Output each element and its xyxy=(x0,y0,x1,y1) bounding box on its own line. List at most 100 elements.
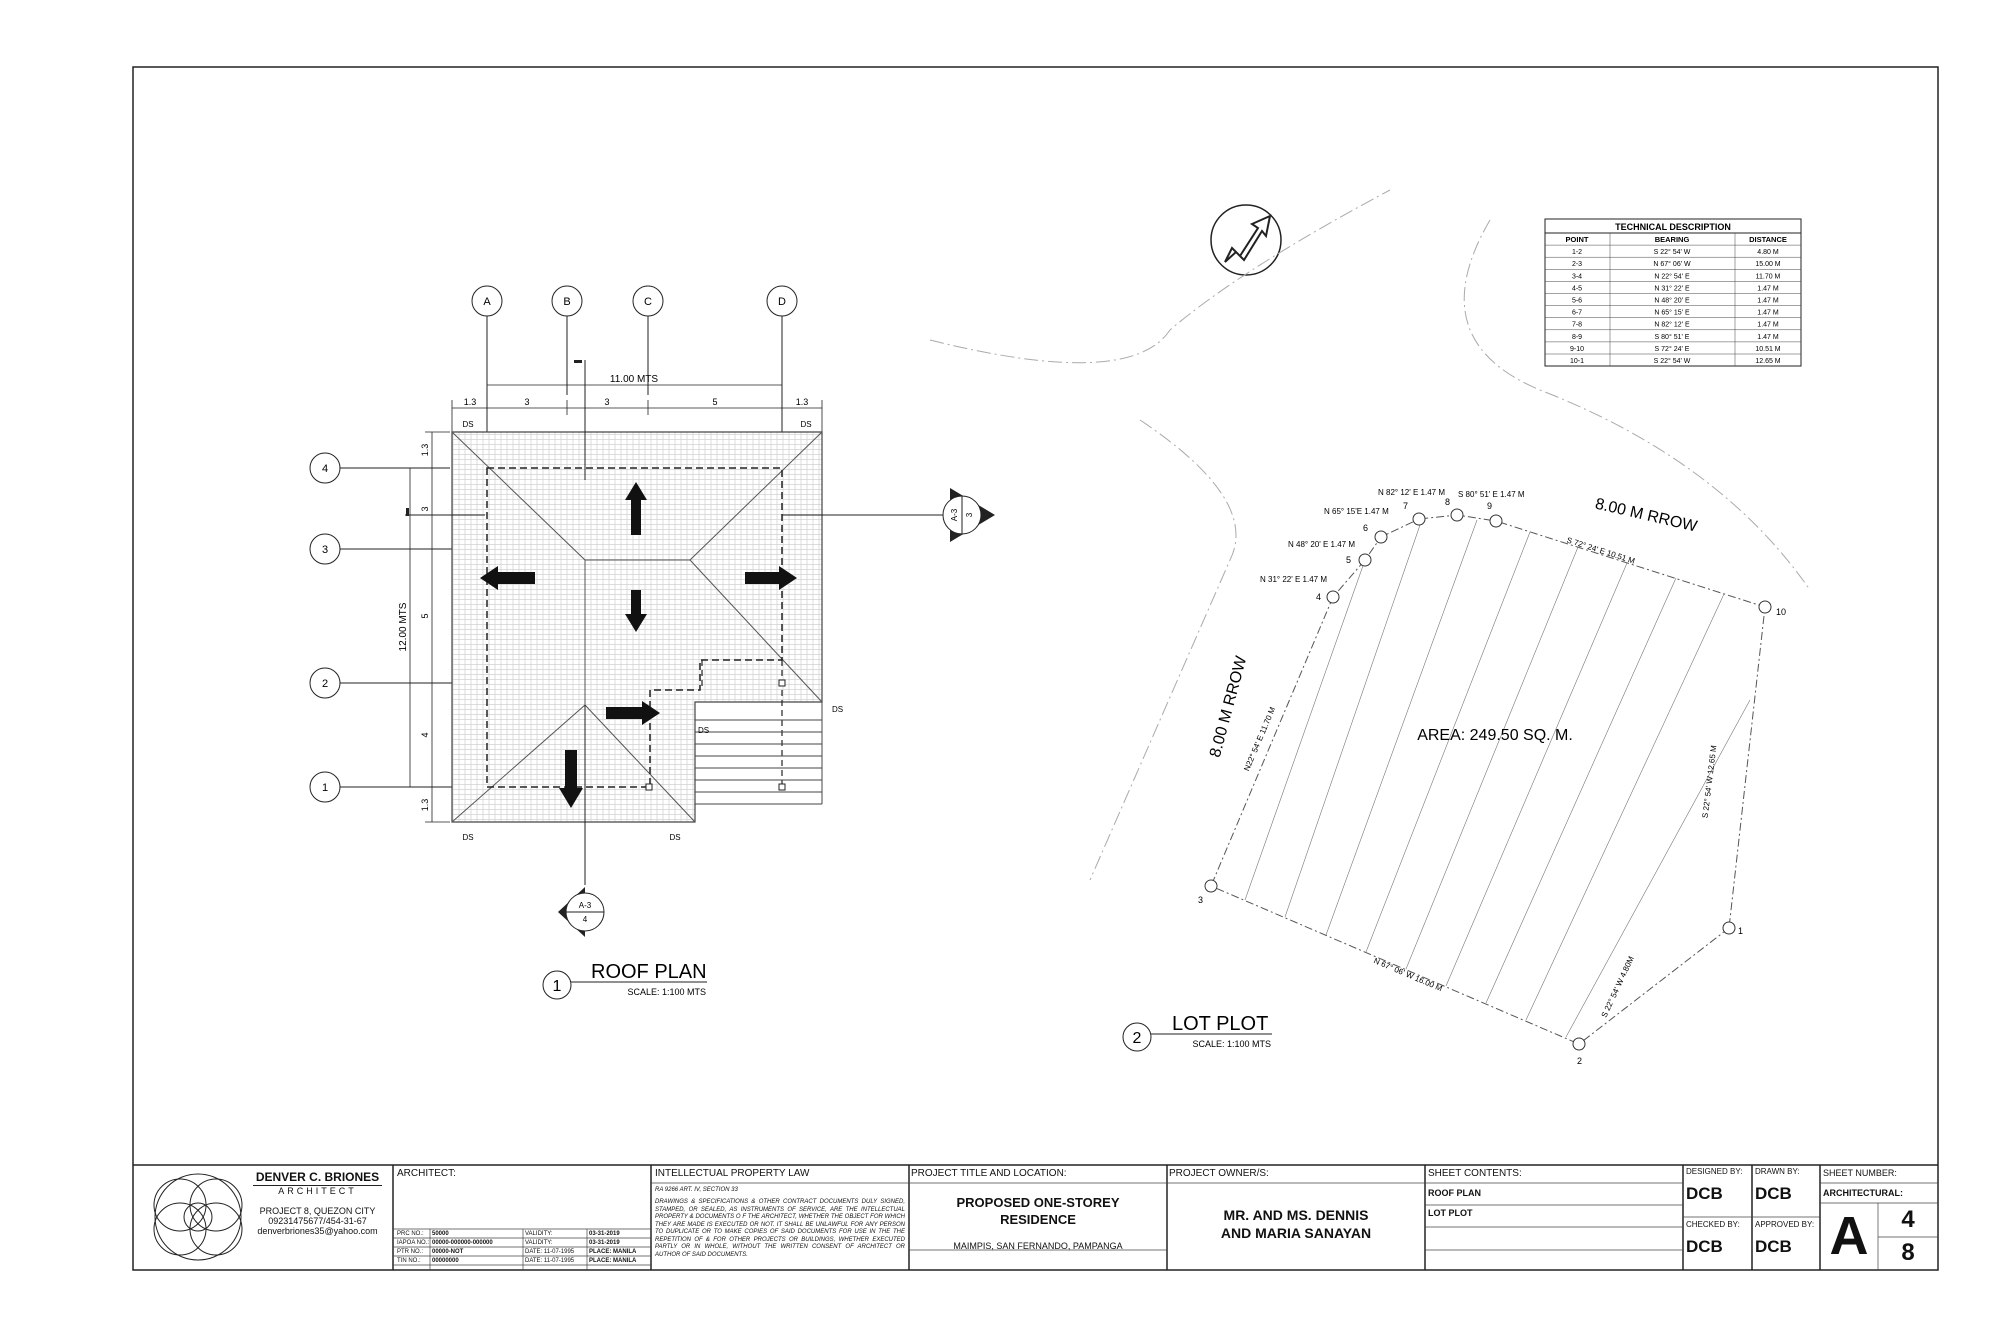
point-label: 6 xyxy=(1363,523,1368,533)
contents-label: SHEET CONTENTS: xyxy=(1428,1168,1522,1179)
title-block-frame xyxy=(133,1164,1938,1270)
sheet-total: 8 xyxy=(1901,1239,1915,1266)
table-cell: 12.65 M xyxy=(1755,358,1780,365)
approved-by: APPROVED BY: DCB xyxy=(1755,1220,1819,1257)
project-label: PROJECT TITLE AND LOCATION: xyxy=(911,1168,1067,1179)
dim-label: 1.3 xyxy=(464,397,477,407)
table-cell: S 72° 24' E xyxy=(1655,345,1690,353)
sheet-border xyxy=(132,66,1939,1271)
table-cell: 1.47 M xyxy=(1757,285,1779,292)
content-lot-plot: LOT PLOT xyxy=(1428,1208,1473,1218)
rrow-label-left: 8.00 M RROW xyxy=(1207,654,1251,760)
drawing-title: ROOF PLAN xyxy=(591,961,707,983)
dim-label: 4 xyxy=(420,732,430,737)
table-header: BEARING xyxy=(1655,235,1690,244)
roof-ridges xyxy=(451,431,823,823)
table-cell: S 22° 54' W xyxy=(1654,248,1691,256)
table-cell: 11.70 M xyxy=(1756,273,1781,280)
table-cell: 8-9 xyxy=(1572,334,1582,341)
project-section: PROJECT TITLE AND LOCATION: PROPOSED ONE… xyxy=(911,1168,1165,1251)
license-cell: VALIDITY: xyxy=(525,1240,553,1246)
license-cell: PLACE: MANILA xyxy=(589,1258,637,1264)
lot-hatching xyxy=(1244,519,1751,1038)
grid-label-2: 2 xyxy=(322,678,328,690)
owner-name-2: AND MARIA SANAYAN xyxy=(1220,1225,1372,1241)
license-cell: 00000000 xyxy=(432,1258,459,1264)
grid-label-3: 3 xyxy=(322,544,328,556)
dim-label: 5 xyxy=(712,397,717,407)
grid-label-a: A xyxy=(483,296,491,308)
table-cell: S 22° 54' W xyxy=(1654,357,1691,365)
sheet-letter: A xyxy=(1829,1206,1869,1266)
roof-plan: A B C D 4 3 2 xyxy=(309,285,995,1000)
approved-by-label: APPROVED BY: xyxy=(1755,1220,1815,1229)
project-title-1: PROPOSED ONE-STOREY xyxy=(956,1195,1120,1210)
arrow-left-icon xyxy=(480,566,535,590)
drawn-by: DRAWN BY: DCB xyxy=(1755,1167,1819,1204)
table-cell: 6-7 xyxy=(1572,310,1582,317)
checked-by-label: CHECKED BY: xyxy=(1686,1220,1740,1229)
architect-role: ARCHITECT xyxy=(253,1185,382,1196)
table-cell: N 22° 54' E xyxy=(1654,272,1690,280)
table-cell: N 65° 15' E xyxy=(1654,309,1690,317)
section-marker-3: A-3 3 xyxy=(942,488,995,542)
table-cell: 1.47 M xyxy=(1757,298,1779,305)
ip-text: DRAWINGS & SPECIFICATIONS & OTHER CONTRA… xyxy=(655,1199,905,1258)
bearing-label: N 82° 12' E 1.47 M xyxy=(1378,488,1445,497)
point-label: 10 xyxy=(1776,607,1786,617)
grid-label-b: B xyxy=(563,296,570,308)
table-cell: 15.00 M xyxy=(1755,261,1780,268)
bearing-label: S 22° 54' W 12.65 M xyxy=(1701,744,1719,818)
architect-logo xyxy=(153,1173,243,1261)
post-marker xyxy=(778,679,786,687)
road-lines xyxy=(929,189,1811,881)
grid-label-4: 4 xyxy=(322,463,328,475)
section-tick xyxy=(574,360,582,363)
overall-width-label: 11.00 MTS xyxy=(610,374,658,385)
dim-label: 1.3 xyxy=(420,444,430,457)
arrow-right-icon xyxy=(606,701,660,725)
dim-label: 3 xyxy=(604,397,609,407)
point-label: 9 xyxy=(1487,501,1492,511)
contents-section: SHEET CONTENTS: ROOF PLAN LOT PLOT xyxy=(1428,1168,1682,1218)
dim-label: 5 xyxy=(420,613,430,618)
license-cell: IAPOA NO.: xyxy=(397,1240,430,1246)
license-cell: 00000-NOT xyxy=(432,1249,464,1255)
rrow-label-top: 8.00 M RROW xyxy=(1593,496,1699,536)
grid-line-d: D xyxy=(766,285,798,440)
table-title: TECHNICAL DESCRIPTION xyxy=(1615,222,1731,232)
point-label: 3 xyxy=(1198,895,1203,905)
dim-label: 3 xyxy=(420,506,430,511)
point-label: 4 xyxy=(1316,592,1321,602)
roof-plan-title: 1 ROOF PLAN SCALE: 1:100 MTS xyxy=(542,961,707,1000)
ds-label: DS xyxy=(462,420,473,429)
designed-by: DESIGNED BY: DCB xyxy=(1686,1167,1750,1204)
table-cell: 4-5 xyxy=(1572,285,1582,292)
section-sheet-label: A-3 xyxy=(950,508,959,521)
bearing-label: S 22° 54' W 4.80M xyxy=(1600,955,1636,1019)
ds-label: DS xyxy=(832,705,843,714)
wall-outline xyxy=(486,467,783,788)
sheet-number-label: SHEET NUMBER: xyxy=(1823,1168,1897,1178)
slope-arrows xyxy=(480,482,797,808)
checked-by: CHECKED BY: DCB xyxy=(1686,1220,1750,1257)
drawn-by-label: DRAWN BY: xyxy=(1755,1167,1800,1176)
architect-name: DENVER C. BRIONES xyxy=(255,1170,380,1184)
dim-label: 3 xyxy=(524,397,529,407)
designed-by-value: DCB xyxy=(1686,1184,1723,1203)
table-header: DISTANCE xyxy=(1749,235,1787,244)
license-cell: 03-31-2019 xyxy=(589,1231,620,1237)
grid-line-b: B xyxy=(551,285,583,395)
architect-email: denverbriones35@yahoo.com xyxy=(257,1226,378,1236)
ds-label: DS xyxy=(698,726,709,735)
lot-area: AREA: 249.50 SQ. M. xyxy=(1417,727,1573,744)
license-cell: 03-31-2019 xyxy=(589,1240,620,1246)
license-cell: DATE: 11-07-1995 xyxy=(525,1249,575,1255)
section-sheet-label: A-3 xyxy=(579,901,592,910)
license-cell: PTR NO.: xyxy=(397,1249,424,1255)
width-dimension xyxy=(451,380,823,432)
license-cell: PLACE: MANILA xyxy=(589,1249,637,1255)
